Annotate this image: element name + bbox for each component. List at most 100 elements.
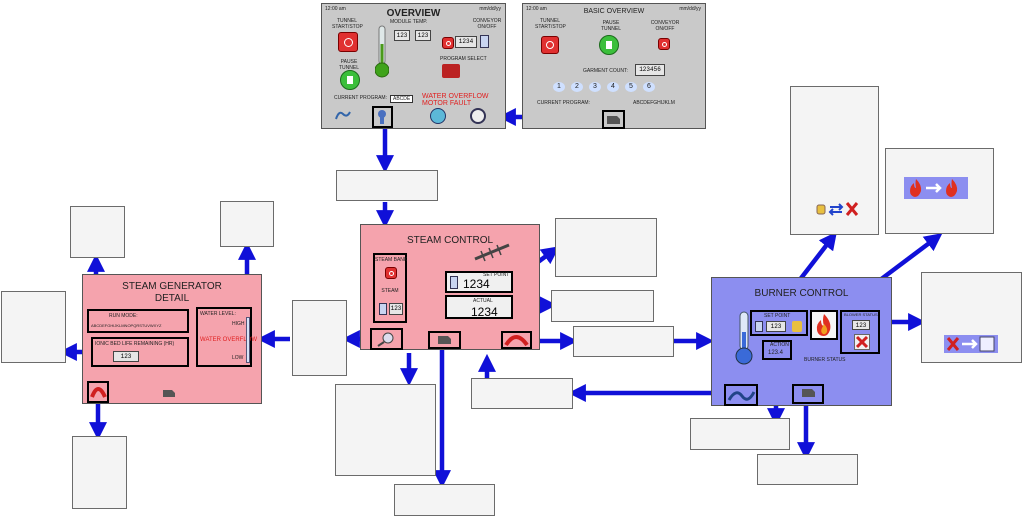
steam-curve-nav-button[interactable]	[501, 331, 532, 349]
generator-left-box	[1, 291, 66, 363]
burner-status-label: BURNER STATUS	[804, 357, 846, 363]
module-temp-label: MODULE TEMP.	[390, 19, 428, 25]
zoom-nav-button[interactable]	[370, 328, 403, 350]
lock-icon[interactable]	[792, 321, 802, 332]
basic-pause-label: PAUSE TUNNEL	[600, 20, 621, 32]
burner-action-group: ACTION 123.4	[762, 340, 792, 360]
generator-title-line1: STEAM GENERATOR	[122, 281, 222, 292]
basic-time: 12:00 am	[526, 6, 547, 12]
program-button-5[interactable]: 5	[625, 82, 637, 92]
burner-calculator-icon[interactable]	[755, 321, 763, 332]
steam-label: STEAM	[381, 288, 399, 294]
burner-flame-target-box	[885, 148, 994, 234]
water-high-label: HIGH	[232, 321, 245, 327]
burner-control-title: BURNER CONTROL	[754, 288, 849, 299]
blower-status-group: BLOWER STATUS 123	[840, 310, 880, 354]
overview-time: 12:00 am	[325, 6, 346, 12]
generator-back-button[interactable]	[87, 381, 109, 403]
blower-off-icon[interactable]	[854, 334, 870, 350]
run-mode-label: RUN MODE:	[109, 313, 138, 319]
overview-title: OVERVIEW	[386, 8, 441, 19]
lock-swap-icon	[813, 199, 863, 219]
steam-actual-target-box	[551, 290, 654, 322]
steam-bank-section: STEAM BANK STEAM 123	[373, 253, 407, 323]
steam-control-title: STEAM CONTROL	[406, 235, 494, 246]
steam-detail-nav-button[interactable]	[428, 331, 461, 349]
steam-nav-icon[interactable]	[334, 108, 352, 122]
steam-bank-button[interactable]	[385, 267, 397, 279]
program-button-1[interactable]: 1	[553, 82, 565, 92]
conveyor-value: 1234	[455, 36, 477, 48]
steam-curve-target-box	[573, 326, 674, 357]
overview-screen: 12:00 am mm/dd/yy OVERVIEW TUNNEL START/…	[321, 3, 506, 129]
conveyor-label: CONVEYOR ON/OFF	[472, 18, 502, 30]
back-icon[interactable]	[470, 108, 486, 124]
overview-alarm-2: MOTOR FAULT	[422, 100, 472, 107]
basic-date: mm/dd/yy	[679, 6, 701, 12]
water-level-label: WATER LEVEL:	[200, 311, 236, 317]
water-level-gauge	[246, 317, 250, 363]
water-overflow-alarm: WATER OVERFLOW	[200, 337, 257, 343]
steam-calculator-icon[interactable]	[379, 303, 387, 315]
water-low-label: LOW	[232, 355, 244, 361]
generator-detail-icon[interactable]	[161, 385, 177, 397]
basic-title: BASIC OVERVIEW	[583, 8, 645, 15]
module-temp-value-1: 123	[394, 30, 410, 41]
steam-info-box	[335, 384, 436, 476]
burner-control-screen: BURNER CONTROL SET POINT 123 ACTION 123.…	[711, 277, 892, 406]
basic-current-program-label: CURRENT PROGRAM:	[537, 100, 590, 106]
program-button-2[interactable]: 2	[571, 82, 583, 92]
garment-count-label: GARMENT COUNT:	[583, 68, 628, 74]
detail-nav-button[interactable]	[372, 106, 393, 128]
blower-target-box	[921, 272, 1022, 363]
run-mode-value: ABCDEFGHIJKLMNOPQRSTUVWXYZ	[91, 323, 162, 328]
program-select-icon[interactable]	[442, 64, 460, 78]
program-button-6[interactable]: 6	[643, 82, 655, 92]
steam-bank-label: STEAM BANK	[375, 257, 408, 263]
generator-top-right-box	[220, 201, 274, 247]
generator-title-line2: DETAIL	[154, 293, 190, 304]
current-program-label: CURRENT PROGRAM:	[334, 95, 387, 101]
run-mode-group: RUN MODE: ABCDEFGHIJKLMNOPQRSTUVWXYZ	[87, 309, 189, 333]
thermometer-icon	[374, 24, 390, 80]
generator-top-left-box	[70, 206, 125, 258]
ionic-bed-group: IONIC BED LIFE REMAINING (HR) 123	[91, 337, 189, 367]
program-button-3[interactable]: 3	[589, 82, 601, 92]
ionic-bed-value: 123	[113, 351, 139, 362]
steam-pipe-icon	[473, 241, 513, 263]
water-level-group: WATER LEVEL: HIGH WATER OVERFLOW LOW	[196, 307, 257, 367]
steam-bottom-box	[394, 484, 495, 516]
steam-setpoint-target-box	[555, 218, 657, 277]
basic-detail-nav-button[interactable]	[602, 110, 625, 129]
module-temp-value-2: 123	[415, 30, 431, 41]
generator-bottom-box	[72, 436, 127, 509]
setpoint-calculator-icon[interactable]	[450, 276, 458, 289]
basic-pause-button[interactable]	[599, 35, 619, 55]
setpoint-group: SET POINT 1234	[445, 271, 513, 293]
burner-setpoint-value: 123	[766, 321, 786, 332]
flame-icon	[816, 314, 831, 336]
burner-lock-target-box	[790, 86, 879, 235]
burner-thermometer-icon	[734, 310, 753, 366]
burner-return-box	[471, 378, 573, 409]
basic-current-program-value: ABCDEFGHIJKLM	[633, 100, 675, 106]
basic-conveyor-button[interactable]	[658, 38, 670, 50]
overview-date: mm/dd/yy	[479, 6, 501, 12]
program-button-4[interactable]: 4	[607, 82, 619, 92]
actual-group: ACTUAL 1234	[445, 295, 513, 319]
overview-alarm: WATER OVERFLOW	[422, 93, 489, 100]
burner-steam-nav-button[interactable]	[724, 384, 758, 406]
steam-generator-screen: STEAM GENERATOR DETAIL RUN MODE: ABCDEFG…	[82, 274, 262, 404]
burner-flame-group	[810, 310, 838, 340]
conveyor-button[interactable]	[442, 37, 454, 49]
burner-detail-nav-button[interactable]	[792, 384, 824, 404]
tunnel-start-stop-button[interactable]	[338, 32, 358, 52]
overview-tunnel-label: TUNNEL START/STOP	[332, 18, 363, 30]
current-program-value: ABCDE	[390, 95, 414, 103]
burner-setpoint-label: SET POINT	[764, 313, 791, 319]
pause-tunnel-button[interactable]	[340, 70, 360, 90]
garment-count-value: 123456	[635, 64, 665, 76]
calculator-icon[interactable]	[480, 35, 489, 48]
globe-icon[interactable]	[430, 108, 446, 124]
basic-tunnel-button[interactable]	[541, 36, 559, 54]
